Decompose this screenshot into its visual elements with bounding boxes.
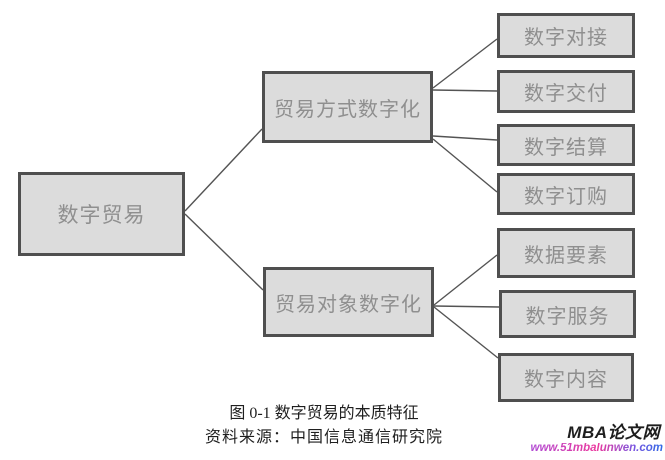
- figure-caption-source: 资料来源：中国信息通信研究院: [204, 429, 443, 446]
- figure-caption-title: 图 0-1 数字贸易的本质特征: [229, 405, 419, 422]
- connector-branch1-child2: [433, 306, 499, 359]
- node-digital-docking: 数字对接: [497, 13, 635, 58]
- site-watermark: MBA论文网 www.51mbalunwen.com: [531, 424, 664, 455]
- node-trade-object-digitalization: 贸易对象数字化: [263, 267, 434, 337]
- watermark-site-name: MBA论文网: [567, 423, 660, 442]
- node-digital-settlement: 数字结算: [497, 124, 635, 166]
- node-data-elements: 数据要素: [497, 228, 635, 278]
- watermark-site-url: www.51mbalunwen.com: [530, 442, 664, 454]
- figure-caption: 图 0-1 数字贸易的本质特征 资料来源：中国信息通信研究院: [0, 402, 648, 450]
- connector-branch1-child0: [433, 254, 498, 306]
- node-digital-trade: 数字贸易: [18, 172, 185, 256]
- node-digital-content: 数字内容: [498, 353, 634, 402]
- node-trade-mode-digitalization: 贸易方式数字化: [262, 71, 433, 143]
- connector-branch0-child3: [432, 138, 498, 193]
- connector-branch1-child1: [433, 305, 500, 308]
- connector-root-branch0: [184, 128, 263, 212]
- connector-branch0-child0: [432, 38, 498, 89]
- node-digital-ordering: 数字订购: [497, 173, 635, 215]
- node-digital-services: 数字服务: [499, 290, 636, 338]
- connector-root-branch1: [184, 213, 264, 291]
- node-digital-delivery: 数字交付: [497, 70, 635, 113]
- connector-branch0-child1: [432, 89, 498, 92]
- connector-branch0-child2: [432, 135, 498, 141]
